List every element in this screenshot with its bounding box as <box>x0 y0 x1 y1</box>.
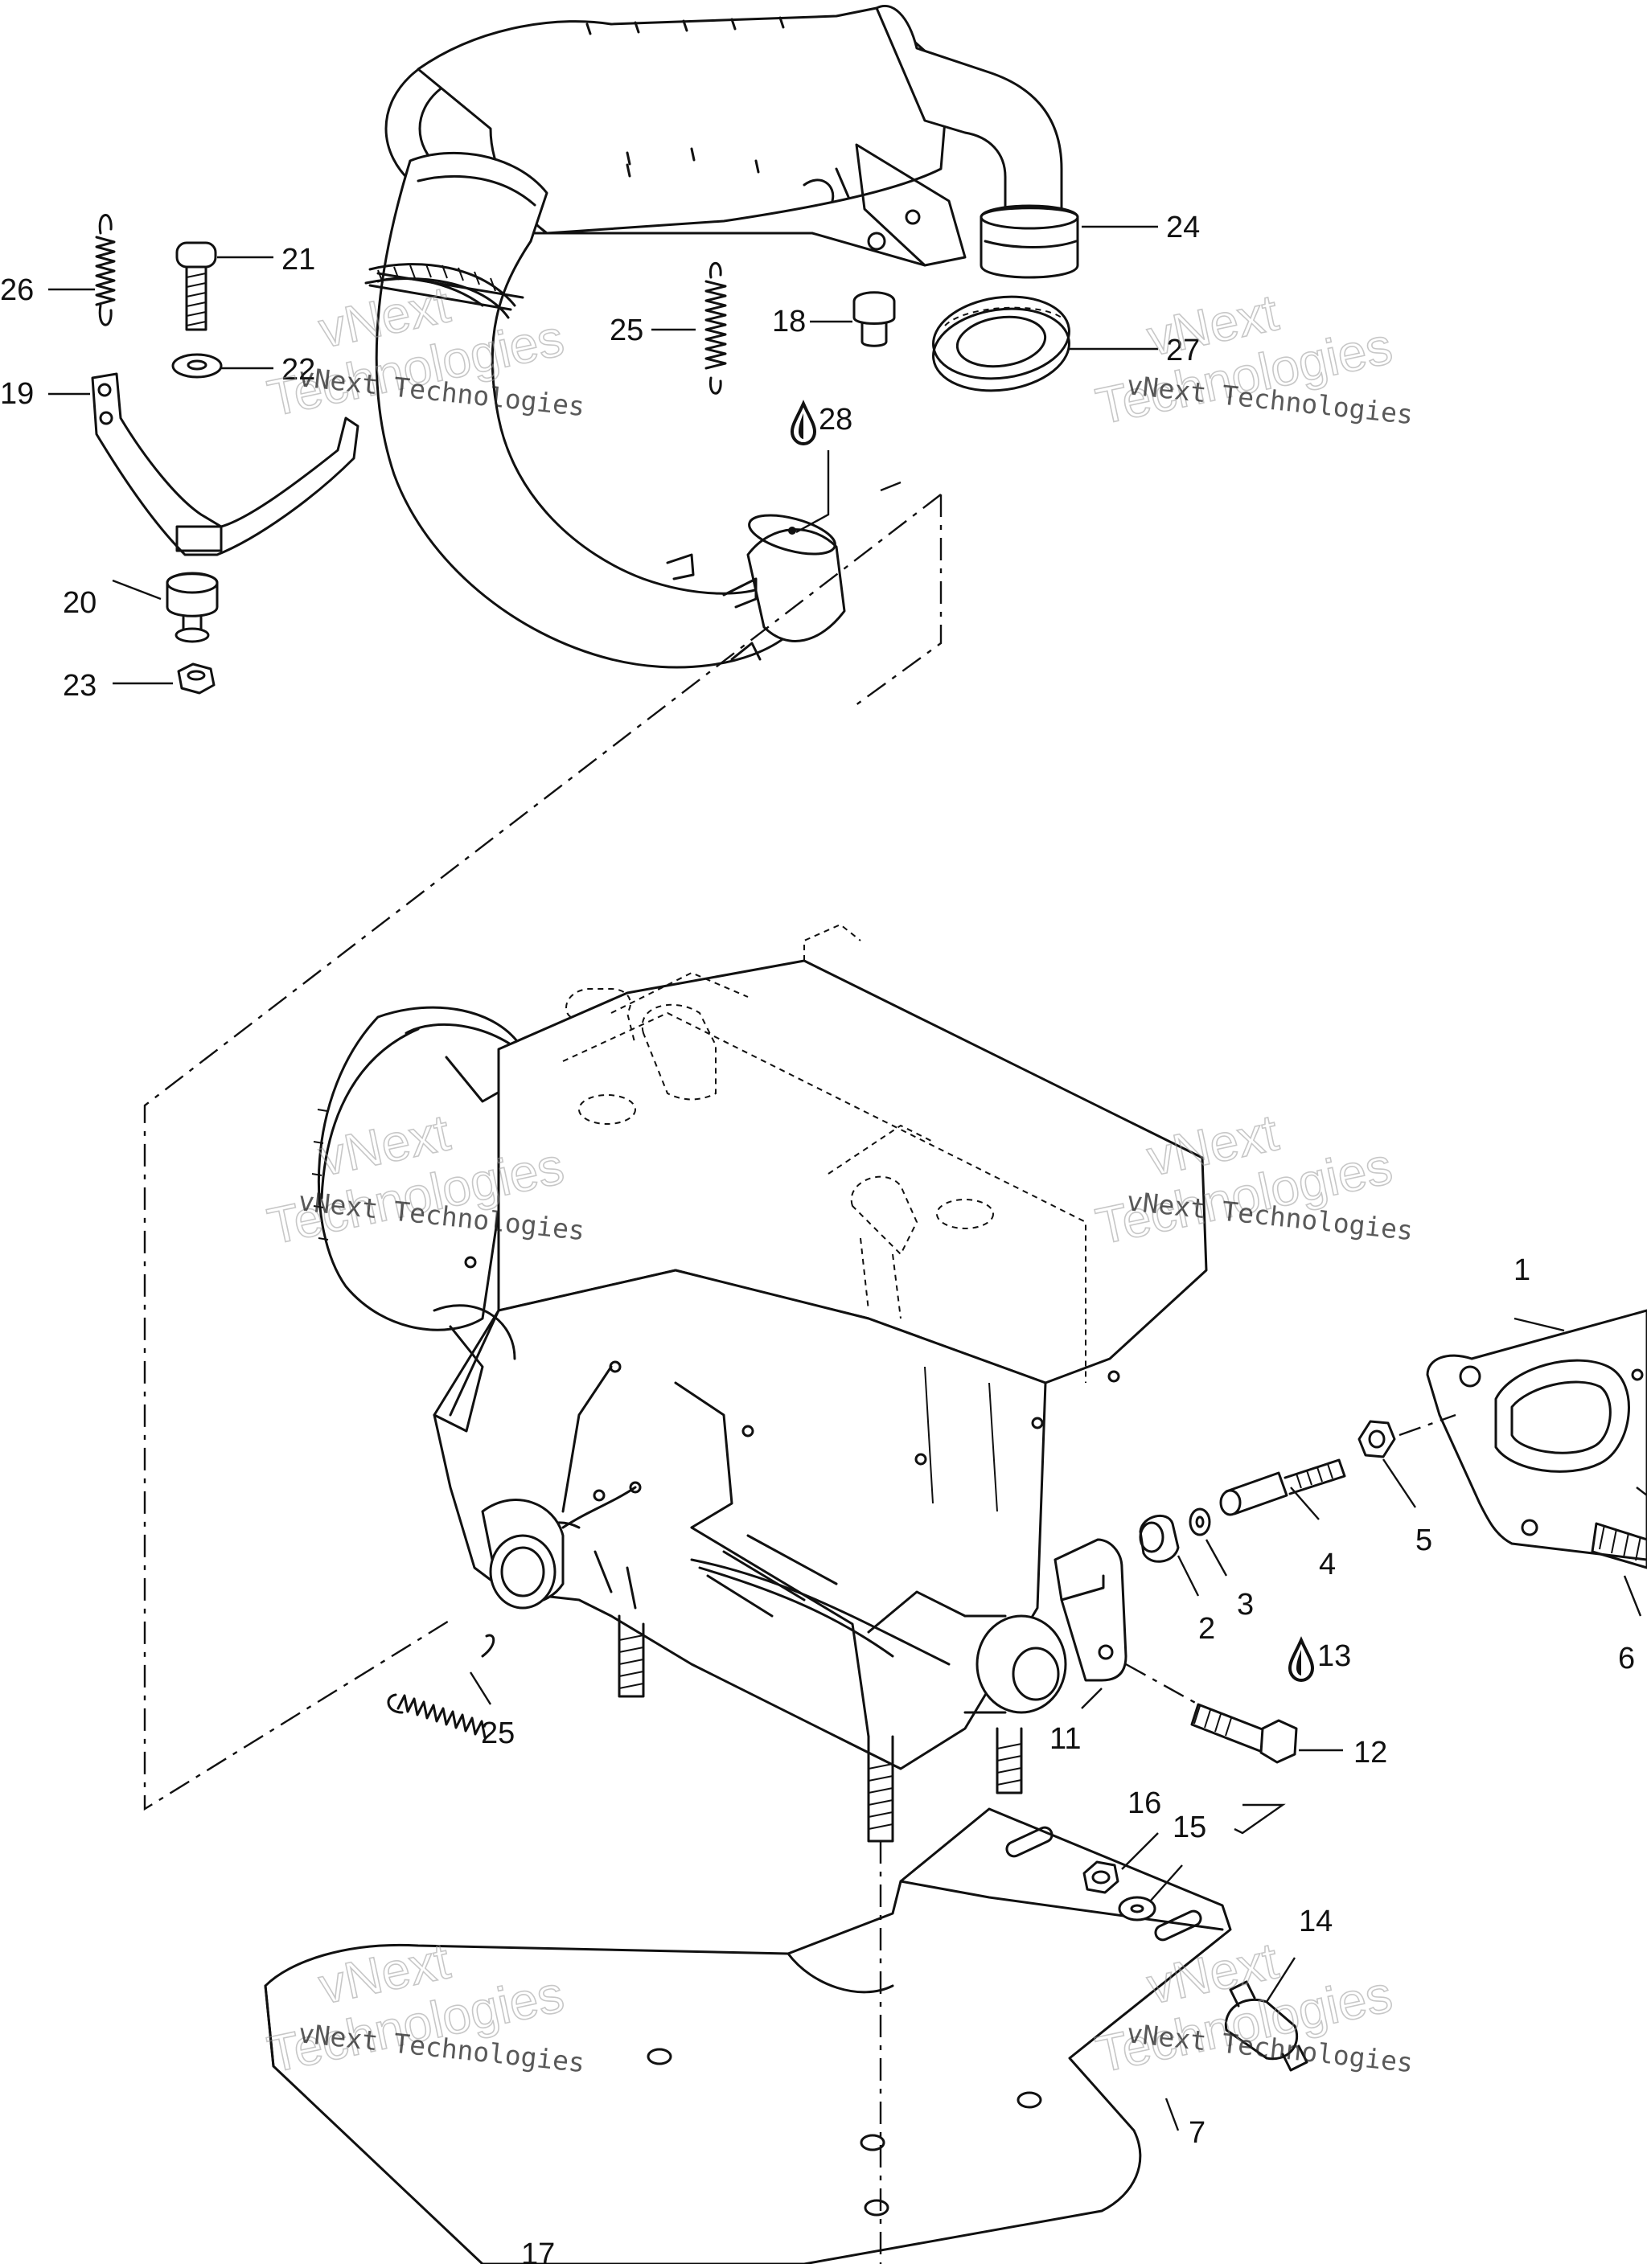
oil-drop-icon <box>1288 1636 1315 1683</box>
washer-3 <box>1189 1507 1211 1536</box>
nut-23 <box>177 662 216 695</box>
muffler <box>364 5 1079 669</box>
rubber-mount-14 <box>1224 1980 1308 2072</box>
stud-6 <box>1591 1522 1647 1569</box>
exhaust-manifold-flange-1 <box>1426 1309 1647 1561</box>
callout-13-group: 13 <box>1288 1636 1351 1683</box>
callout-3: 3 <box>1237 1588 1254 1622</box>
grommet-18 <box>852 291 896 347</box>
spring-25-lower <box>387 1634 495 1739</box>
callout-7: 7 <box>1189 2116 1205 2150</box>
callout-19: 19 <box>0 377 34 411</box>
callout-24: 24 <box>1166 211 1200 244</box>
bolt-12 <box>1125 1663 1298 1764</box>
leader-lines <box>48 225 1647 2131</box>
callout-21: 21 <box>281 243 315 277</box>
callout-22: 22 <box>281 353 315 387</box>
callout-17: 17 <box>521 2237 555 2264</box>
callout-18: 18 <box>772 305 806 338</box>
bolt-21 <box>175 241 217 331</box>
callout-23: 23 <box>63 669 97 703</box>
stud-4 <box>1219 1458 1346 1516</box>
rubber-bushing-2 <box>1139 1515 1180 1563</box>
bracket-19 <box>91 372 359 556</box>
bracket-11 <box>1054 1538 1127 1682</box>
callout-25-lower: 25 <box>481 1716 515 1750</box>
callout-labels: 1 2 3 4 5 6 7 11 12 13 14 15 16 17 18 19… <box>0 211 1635 2268</box>
callout-16: 16 <box>1127 1786 1161 1820</box>
callout-25-upper: 25 <box>610 314 643 347</box>
washer-22 <box>171 353 223 379</box>
engine-outline <box>143 481 943 1811</box>
callout-15: 15 <box>1173 1811 1206 1844</box>
callout-28: 28 <box>819 403 852 437</box>
seal-ring-27 <box>932 295 1070 392</box>
callout-28-group: 28 <box>790 400 852 446</box>
callout-5: 5 <box>1415 1524 1432 1557</box>
callout-12: 12 <box>1353 1736 1387 1770</box>
callout-14: 14 <box>1299 1905 1333 1938</box>
callout-26: 26 <box>0 273 34 307</box>
engine-plate-7 <box>264 1807 1232 2266</box>
callout-4: 4 <box>1319 1548 1336 1581</box>
callout-13: 13 <box>1317 1639 1351 1673</box>
rubber-mount-20 <box>166 572 219 643</box>
callout-1: 1 <box>1514 1253 1530 1287</box>
nut-16 <box>1082 1860 1119 1894</box>
engine <box>311 923 1208 1843</box>
oil-drop-icon <box>790 400 817 446</box>
callout-2: 2 <box>1198 1612 1215 1646</box>
nut-5 <box>1357 1413 1456 1458</box>
callout-27: 27 <box>1166 334 1200 367</box>
callout-20: 20 <box>63 586 97 620</box>
callout-6: 6 <box>1618 1642 1635 1675</box>
callout-11: 11 <box>1049 1722 1081 1756</box>
washer-15 <box>1118 1896 1156 1921</box>
spring-25-upper <box>704 261 727 395</box>
spring-26 <box>95 214 116 326</box>
